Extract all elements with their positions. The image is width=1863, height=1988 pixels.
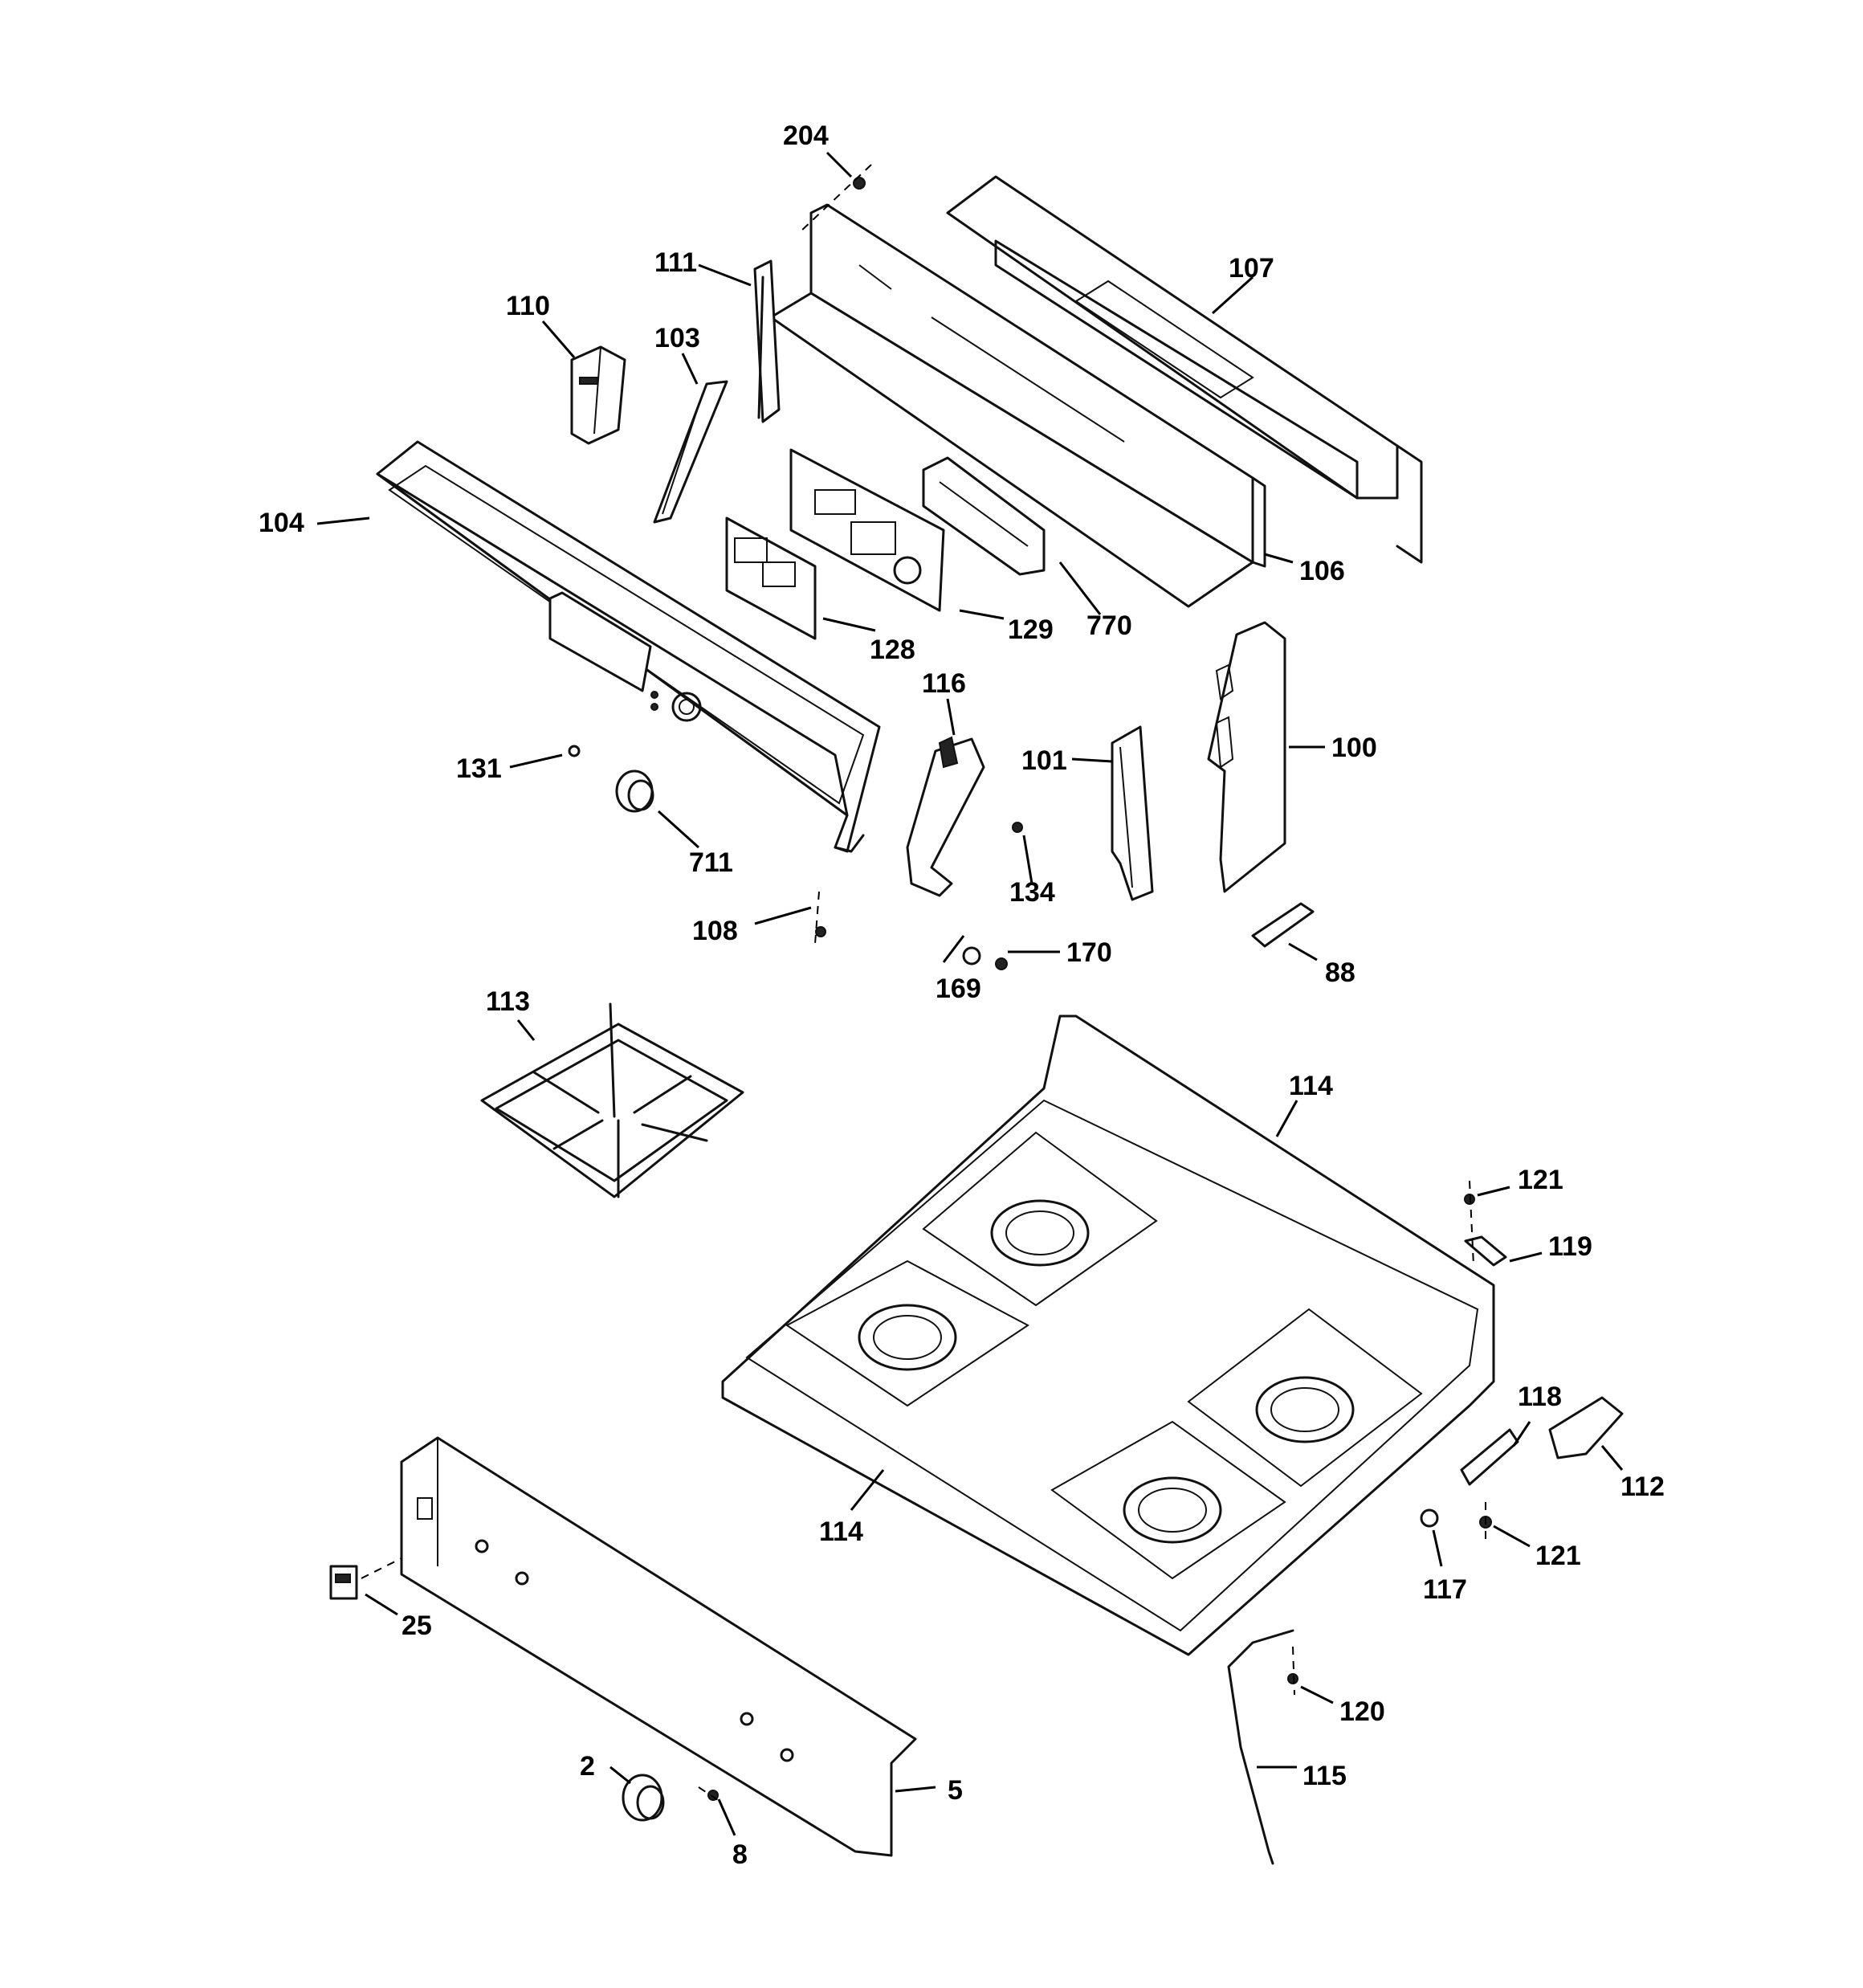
part-111-bracket: [753, 259, 781, 423]
label-8: 8: [732, 1839, 748, 1870]
label-2: 2: [580, 1751, 595, 1782]
part-115-rod: [1227, 1629, 1294, 1865]
label-115: 115: [1302, 1761, 1347, 1791]
label-5: 5: [948, 1775, 963, 1806]
label-107: 107: [1229, 253, 1274, 284]
part-110-relay: [570, 345, 626, 445]
part-2-knob: [622, 1774, 665, 1822]
label-111: 111: [654, 247, 697, 278]
label-169: 169: [936, 974, 981, 1004]
alignment-lines: [361, 164, 1486, 1804]
label-88: 88: [1325, 957, 1355, 988]
part-118-bracket: [1460, 1428, 1519, 1486]
label-101: 101: [1021, 745, 1067, 776]
part-113-grate: [480, 1002, 744, 1198]
label-114-top: 114: [1289, 1071, 1333, 1101]
label-25: 25: [402, 1610, 432, 1641]
part-112-hinge: [1548, 1396, 1624, 1459]
label-117: 117: [1423, 1574, 1467, 1605]
label-104: 104: [259, 508, 304, 538]
label-118: 118: [1518, 1382, 1562, 1412]
part-711-knob: [615, 769, 654, 813]
part-5-manifold-panel: [400, 1436, 917, 1857]
label-131: 131: [456, 753, 502, 784]
label-770: 770: [1086, 610, 1132, 641]
label-128: 128: [870, 635, 915, 665]
part-770: [922, 456, 1046, 576]
label-711: 711: [689, 847, 733, 878]
part-labels: 204 107 111 110 103 104 106 128 129 770 …: [259, 120, 1665, 1870]
label-110: 110: [506, 291, 550, 321]
label-106: 106: [1299, 556, 1345, 586]
part-88-strip: [1251, 902, 1315, 948]
part-128-overlay: [725, 516, 817, 640]
leader-lines: [316, 151, 1624, 1836]
label-120: 120: [1339, 1696, 1385, 1727]
part-116-end-cap: [906, 736, 985, 897]
part-129-control-board: [789, 448, 945, 612]
part-101-bracket: [1111, 725, 1154, 901]
label-129: 129: [1008, 614, 1054, 645]
label-108: 108: [692, 916, 738, 946]
part-107-top-cover: [946, 175, 1423, 564]
label-170: 170: [1066, 937, 1112, 968]
label-112: 112: [1620, 1472, 1665, 1502]
label-121-bottom: 121: [1535, 1541, 1581, 1571]
part-100-end-panel: [1207, 621, 1286, 893]
label-100: 100: [1331, 733, 1377, 763]
part-103-strap: [653, 380, 728, 524]
part-104-control-panel: [376, 440, 881, 853]
label-204: 204: [783, 120, 829, 151]
label-114-bottom: 114: [819, 1517, 863, 1547]
label-121-top: 121: [1518, 1165, 1563, 1195]
label-119: 119: [1548, 1231, 1592, 1262]
label-134: 134: [1009, 877, 1055, 908]
label-116: 116: [922, 668, 966, 699]
part-25-switch: [329, 1565, 358, 1600]
label-113: 113: [486, 986, 530, 1017]
part-114-cooktop: [721, 1014, 1495, 1656]
part-106-backguard: [769, 203, 1266, 608]
part-119-bracket: [1464, 1235, 1507, 1267]
label-103: 103: [654, 323, 700, 353]
